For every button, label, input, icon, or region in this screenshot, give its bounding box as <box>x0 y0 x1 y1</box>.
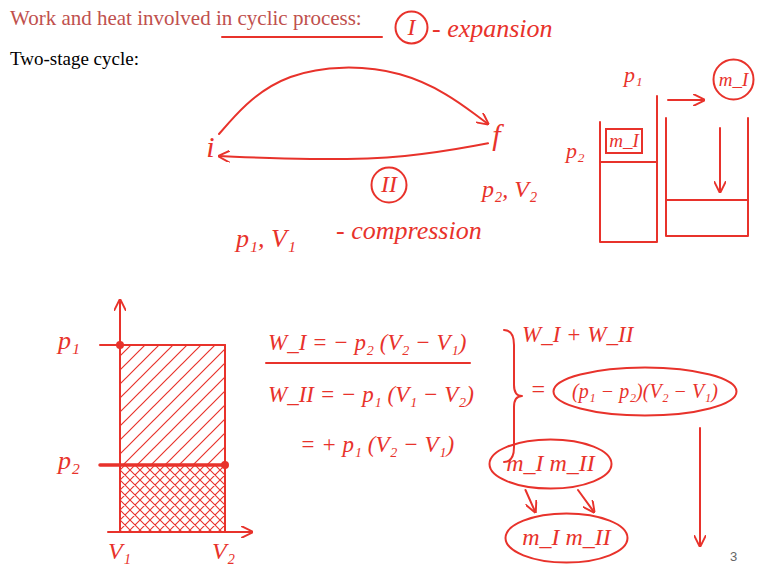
mass-ellipse-shape <box>506 514 628 563</box>
stage-circle: I <box>394 10 429 45</box>
equals-sign: = <box>530 376 546 404</box>
stage-circle-shape <box>396 12 428 44</box>
mass-circle: m_I <box>712 58 755 101</box>
state-label: f <box>488 116 505 155</box>
mass-arrow <box>668 99 704 101</box>
page-number: 3 <box>730 550 737 565</box>
mass-ellipse: m_I m_II <box>504 512 629 564</box>
process-arrow <box>526 490 536 512</box>
state-variables: p₁, V₁ <box>236 224 296 254</box>
mass-ellipse: m_I m_II <box>488 438 613 490</box>
node-text: m_I <box>719 69 749 91</box>
result-ellipse-shape <box>554 368 737 416</box>
v-axis <box>108 531 252 533</box>
equation: = + p₁ (V₂ − V₁) <box>300 432 454 458</box>
stage-circle-shape <box>372 168 407 203</box>
stage-circle: II <box>370 166 408 204</box>
state-variables: p₂, V₂ <box>482 176 537 204</box>
process-note: - compression <box>336 216 482 246</box>
process-arrow <box>219 68 488 134</box>
piston-mass-box-shape <box>606 129 642 153</box>
piston-mass-box: m_I <box>605 128 643 154</box>
node-text: m_I m_II <box>506 450 595 478</box>
mass-ellipse-shape <box>490 440 612 489</box>
node-text: I <box>408 14 416 42</box>
piston <box>600 161 657 163</box>
state-dot <box>222 462 228 468</box>
work-area-hatch <box>121 346 224 464</box>
pressure-label: p₁ <box>624 62 643 87</box>
slide-title: Work and heat involved in cyclic process… <box>10 6 362 30</box>
cylinder-wall <box>666 118 748 236</box>
process-note: - expansion <box>432 14 553 44</box>
result-arrow <box>699 428 701 546</box>
node-text: m_I m_II <box>522 524 611 552</box>
piston <box>666 199 748 201</box>
work-area-crosshatch <box>121 466 224 531</box>
mass-circle-shape <box>714 60 754 100</box>
equation: W_I + W_II <box>522 322 633 348</box>
result-ellipse: (p₁ − p₂)(V₂ − V₁) <box>552 366 738 417</box>
p2-line <box>100 463 225 467</box>
v2-line <box>224 345 226 532</box>
state-label: i <box>202 128 219 167</box>
equation: W_I = − p₂ (V₂ − V₁) <box>268 330 466 356</box>
equation: W_II = − p₁ (V₁ − V₂) <box>268 382 474 408</box>
title-underline <box>222 36 382 38</box>
process-arrow <box>219 143 488 159</box>
node-text: II <box>381 171 397 199</box>
axis-value: V₂ <box>212 538 235 566</box>
axis-value: p₁ <box>58 326 80 356</box>
piston-arrow <box>719 128 721 192</box>
node-text: (p₁ − p₂)(V₂ − V₁) <box>572 380 718 403</box>
node-text: i <box>206 130 214 165</box>
equation-underline <box>266 362 470 364</box>
axis-value: p₂ <box>58 446 80 476</box>
cylinder-wall <box>600 96 657 242</box>
node-text: f <box>492 118 500 153</box>
pressure-label: p₂ <box>566 138 585 163</box>
node-text: m_I <box>609 130 639 152</box>
process-arrow <box>578 490 594 512</box>
p-axis <box>119 300 121 532</box>
state-dot <box>117 342 123 348</box>
subtitle: Two-stage cycle: <box>10 48 139 70</box>
axis-value: V₁ <box>108 538 131 566</box>
